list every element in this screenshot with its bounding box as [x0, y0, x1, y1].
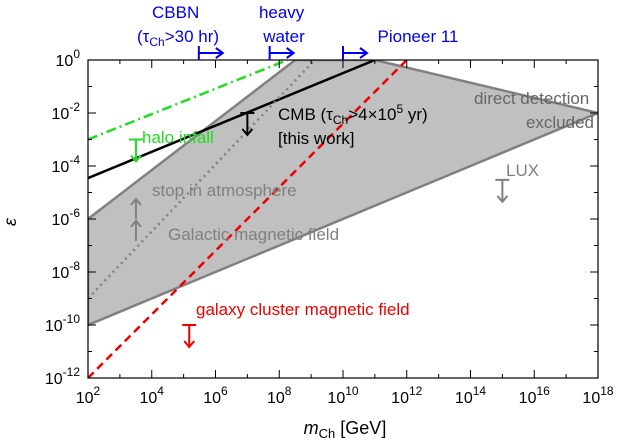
y-axis-title: ε: [0, 217, 20, 226]
heavy-water-label: heavy water: [259, 3, 309, 46]
lux-label: LUX: [506, 161, 539, 180]
x-tick-label: 106: [203, 384, 228, 407]
y-tick-label: 10-10: [45, 312, 80, 335]
y-tick-label: 10-8: [52, 259, 81, 282]
y-tick-label: 10-6: [52, 206, 81, 229]
x-tick-label: 1018: [582, 384, 613, 407]
series-line-cluster: [88, 60, 408, 378]
series-line-halo: [88, 60, 288, 141]
limit-arrow-down: [495, 178, 510, 204]
x-tick-label: 1012: [391, 384, 422, 407]
limit-arrow-right: [342, 46, 369, 60]
series-line-galactic: [88, 60, 316, 300]
arrow-layer: [128, 46, 510, 349]
pioneer-label: Pioneer 11: [378, 27, 459, 46]
x-tick-label: 1016: [519, 384, 550, 407]
x-axis-title: mCh [GeV]: [304, 418, 387, 441]
tick-layer: 102 104 106 108 1010 1012 1014 1016 1018 100 10-2 1…: [45, 47, 614, 407]
limit-arrow-down: [240, 112, 255, 137]
x-tick-label: 108: [267, 384, 292, 407]
limit-arrow-down: [182, 324, 197, 349]
cbbn-label: CBBN (τCh>30 hr): [137, 3, 219, 49]
limit-arrow-up: [130, 197, 142, 219]
y-tick-label: 10-4: [52, 153, 81, 176]
x-tick-label: 1010: [327, 384, 358, 407]
x-tick-label: 104: [140, 384, 165, 407]
limit-arrow-down: [128, 138, 143, 164]
x-tick-label: 102: [76, 384, 101, 407]
cmb-label: CMB (τCh>4×105 yr) [this work]: [278, 102, 432, 148]
stop-atmosphere-label: stop in atmosphere: [152, 181, 297, 200]
galactic-field-label: Galactic magnetic field: [168, 225, 339, 244]
x-tick-label: 1014: [455, 384, 486, 407]
halo-infall-label: halo infall: [142, 128, 214, 147]
limit-arrow-up: [130, 219, 142, 241]
limit-arrow-right: [197, 46, 225, 60]
direct-detection-label: direct detection excluded: [474, 89, 594, 132]
y-tick-label: 10-12: [45, 365, 80, 388]
limit-arrow-right: [268, 46, 296, 60]
y-tick-label: 10-2: [52, 100, 81, 123]
cluster-field-label: galaxy cluster magnetic field: [196, 300, 410, 319]
y-tick-label: 100: [56, 47, 81, 70]
